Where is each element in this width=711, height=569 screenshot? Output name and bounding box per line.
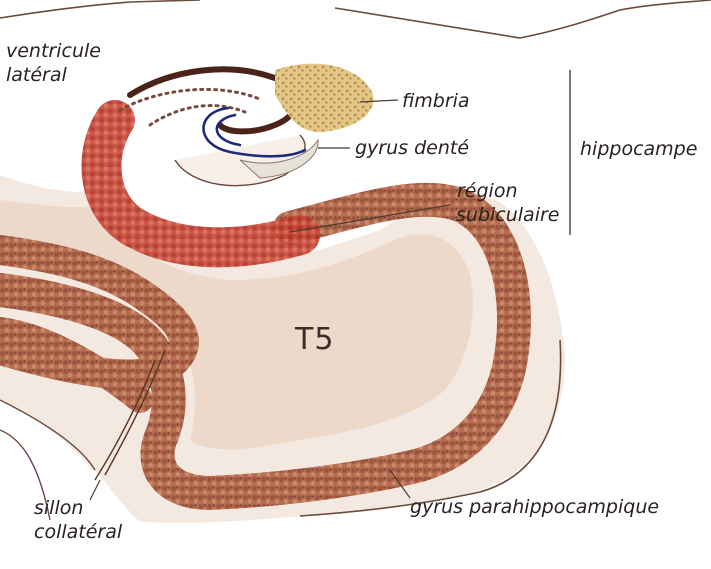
leader-subiculum: [289, 204, 451, 233]
dentate-pale: [239, 138, 319, 179]
leader-fimbria: [359, 99, 399, 103]
label-collateral-line2: collatéral: [34, 521, 123, 543]
fimbria-shape: [275, 63, 374, 132]
label-parahippocampal-gyrus: gyrus parahippocampique: [410, 496, 660, 518]
hippocampus-curl-dots: [118, 87, 264, 127]
label-hippocampus: hippocampe: [580, 138, 698, 160]
cortex-band-lower-left: [0, 317, 153, 413]
label-t5: T5: [295, 322, 335, 357]
leader-collateral: [89, 479, 101, 501]
outer-contour-top: [0, 0, 711, 39]
label-collateral-line1: sillon: [34, 497, 84, 519]
leader-parahippocampal: [389, 469, 411, 499]
outer-contour-bottom-left: [0, 399, 96, 521]
label-fimbria: fimbria: [402, 90, 470, 112]
label-ventricle-line1: ventricule: [6, 40, 101, 62]
collateral-sulcus: [94, 349, 166, 481]
dentate-gyrus: [202, 106, 307, 158]
label-subiculum-line2: subiculaire: [456, 204, 560, 226]
label-dentate-gyrus: gyrus denté: [355, 137, 470, 159]
label-subiculum-line1: région: [457, 180, 518, 202]
white-matter: [0, 200, 473, 450]
label-ventricle-line2: latéral: [6, 64, 67, 86]
subiculum: [81, 100, 320, 268]
outer-contour-right: [299, 339, 562, 517]
